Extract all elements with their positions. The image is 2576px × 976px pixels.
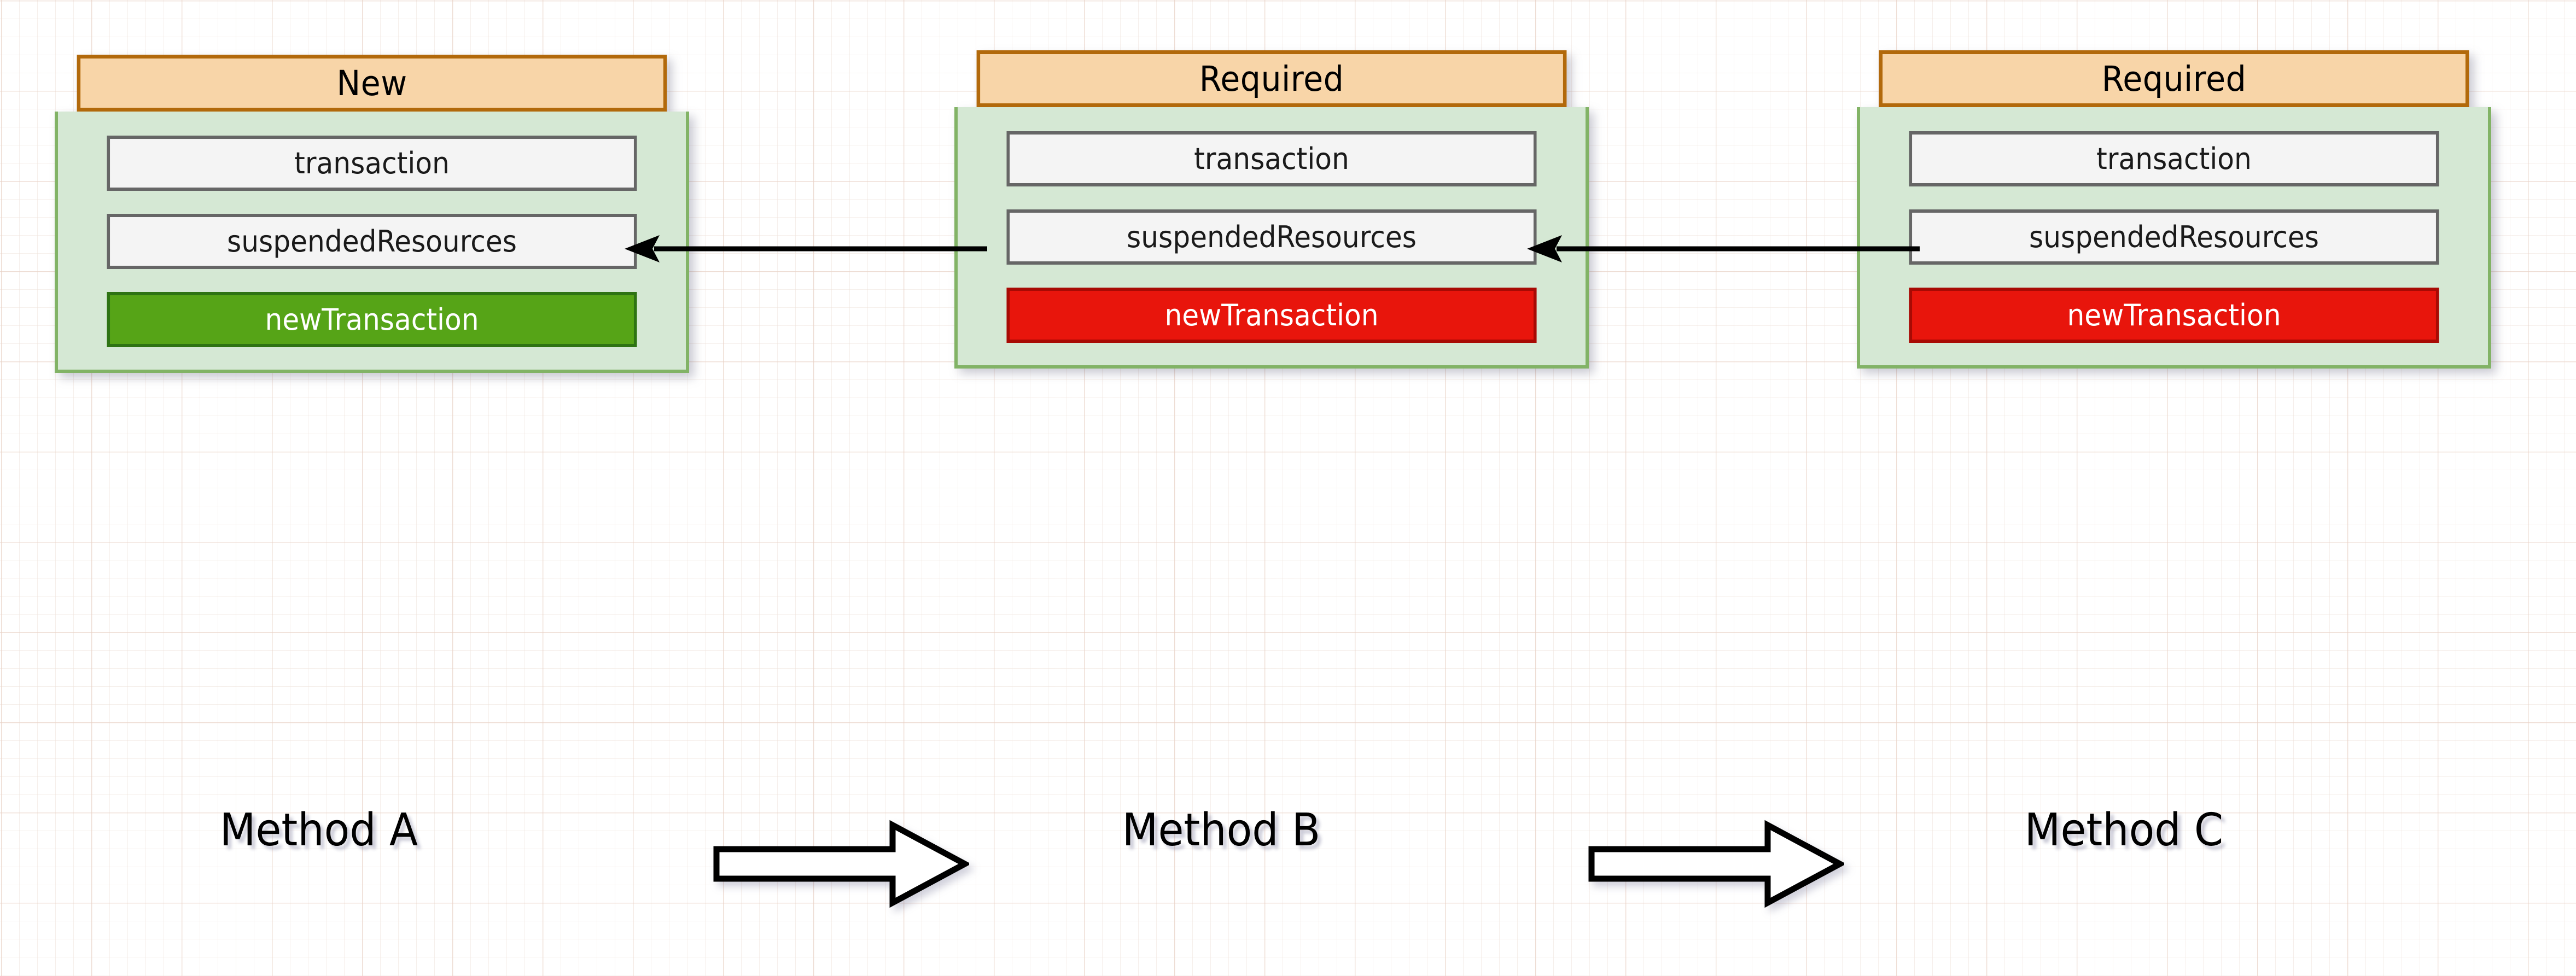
caption-method-c: Method C	[2024, 804, 2224, 856]
panel-b-header: Required	[976, 50, 1567, 107]
panel-c-attr-new-transaction[interactable]: newTransaction	[1909, 288, 2439, 343]
panel-a-attr-new-transaction[interactable]: newTransaction	[107, 292, 637, 347]
caption-method-b: Method B	[1122, 804, 1321, 856]
flow-arrow-a-to-b	[712, 817, 969, 910]
panel-c-header: Required	[1879, 50, 2469, 107]
block-arrow-right-icon	[1588, 820, 1844, 908]
method-panel-c[interactable]: Required transaction suspendedResources …	[1857, 50, 2491, 369]
caption-method-a: Method A	[219, 804, 418, 856]
flow-arrow-b-to-c	[1587, 817, 1844, 910]
panel-a-attr-transaction[interactable]: transaction	[107, 136, 637, 191]
panel-c-attr-suspended-resources[interactable]: suspendedResources	[1909, 209, 2439, 265]
panel-a-attr-suspended-resources[interactable]: suspendedResources	[107, 214, 637, 269]
method-panel-b[interactable]: Required transaction suspendedResources …	[954, 50, 1589, 369]
panel-c-attr-transaction[interactable]: transaction	[1909, 131, 2439, 186]
panel-b-attr-transaction[interactable]: transaction	[1006, 131, 1537, 186]
panel-a-header: New	[77, 55, 667, 112]
panel-a-body: transaction suspendedResources newTransa…	[55, 112, 689, 373]
panel-b-body: transaction suspendedResources newTransa…	[954, 107, 1589, 369]
panel-c-body: transaction suspendedResources newTransa…	[1857, 107, 2491, 369]
panel-b-attr-suspended-resources[interactable]: suspendedResources	[1006, 209, 1537, 265]
panel-b-attr-new-transaction[interactable]: newTransaction	[1006, 288, 1537, 343]
block-arrow-right-icon	[713, 820, 969, 908]
method-panel-a[interactable]: New transaction suspendedResources newTr…	[55, 55, 689, 373]
